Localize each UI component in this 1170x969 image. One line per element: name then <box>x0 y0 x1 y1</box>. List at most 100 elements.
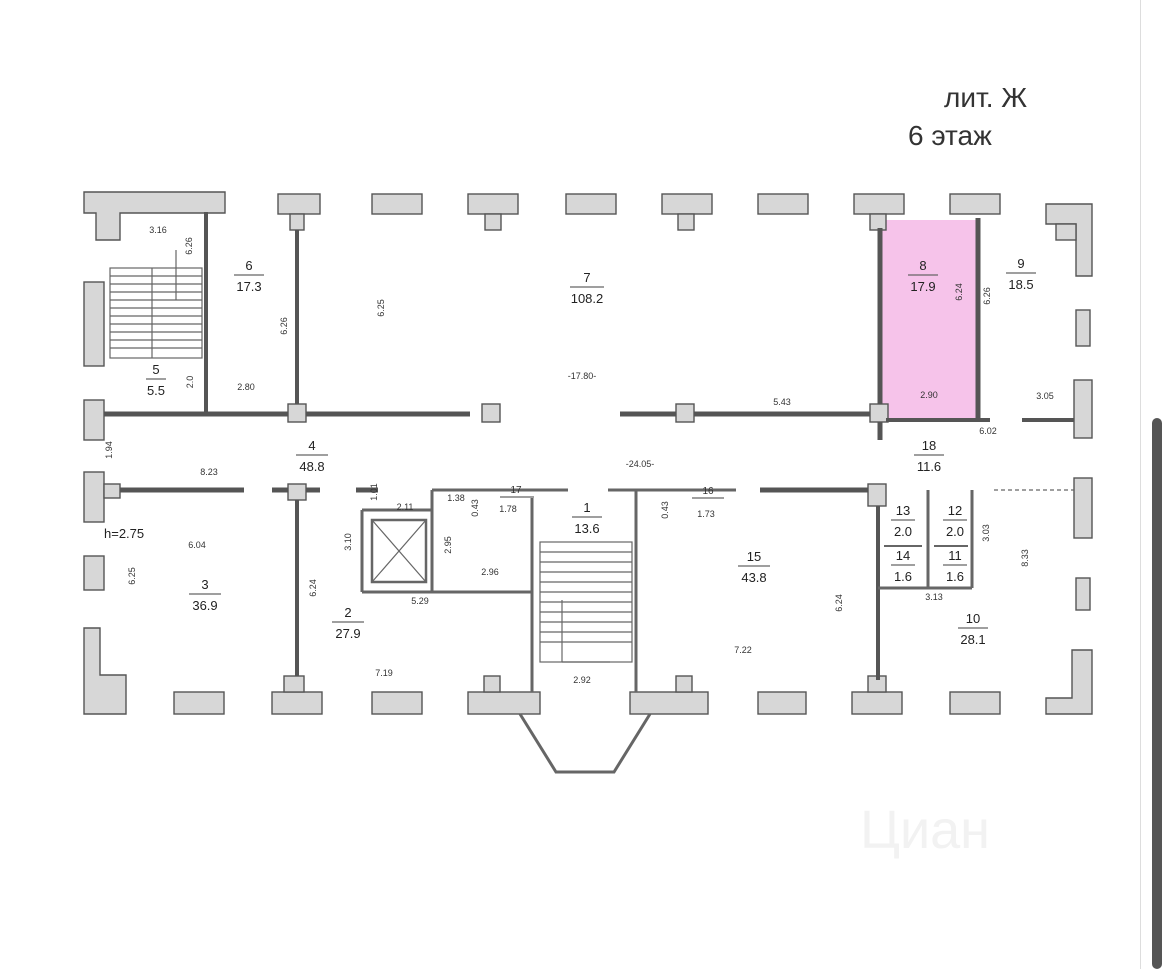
dimension-labels: 3.16 6.26 2.0 2.80 6.26 6.25 -17.80- 5.4… <box>104 225 1054 685</box>
room-18: 18 11.6 <box>914 438 944 474</box>
svg-text:2.96: 2.96 <box>481 567 499 577</box>
svg-text:17.3: 17.3 <box>236 279 261 294</box>
svg-text:-24.05-: -24.05- <box>626 459 655 469</box>
svg-text:1.6: 1.6 <box>946 569 964 584</box>
svg-text:108.2: 108.2 <box>571 291 604 306</box>
svg-text:6.24: 6.24 <box>308 579 318 597</box>
svg-text:18.5: 18.5 <box>1008 277 1033 292</box>
staircase-upper <box>109 250 203 359</box>
svg-text:0.43: 0.43 <box>470 499 480 517</box>
watermark: Циан <box>860 800 990 860</box>
svg-text:-17.80-: -17.80- <box>568 371 597 381</box>
svg-text:10: 10 <box>966 611 980 626</box>
svg-text:3.03: 3.03 <box>981 524 991 542</box>
highlighted-room-8 <box>880 220 978 418</box>
svg-text:4: 4 <box>308 438 315 453</box>
svg-text:7.19: 7.19 <box>375 668 393 678</box>
svg-text:3.05: 3.05 <box>1036 391 1054 401</box>
svg-text:6: 6 <box>245 258 252 273</box>
left-wall <box>83 281 127 715</box>
room-14: 141.6 <box>891 548 915 584</box>
elevator-shaft <box>370 518 428 584</box>
interior-walls <box>103 212 1074 692</box>
svg-text:3.10: 3.10 <box>343 533 353 551</box>
svg-text:1.38: 1.38 <box>447 493 465 503</box>
svg-text:13: 13 <box>896 503 910 518</box>
svg-text:15: 15 <box>747 549 761 564</box>
room-10: 10 28.1 <box>958 611 988 647</box>
top-wall <box>83 191 1093 277</box>
svg-text:2.80: 2.80 <box>237 382 255 392</box>
svg-text:5.29: 5.29 <box>411 596 429 606</box>
svg-text:13.6: 13.6 <box>574 521 599 536</box>
svg-text:6.02: 6.02 <box>979 426 997 436</box>
svg-text:9: 9 <box>1017 256 1024 271</box>
svg-text:17.9: 17.9 <box>910 279 935 294</box>
svg-text:6.26: 6.26 <box>279 317 289 335</box>
svg-text:43.8: 43.8 <box>741 570 766 585</box>
bay-window <box>518 713 652 774</box>
svg-text:12: 12 <box>948 503 962 518</box>
svg-text:7: 7 <box>583 270 590 285</box>
svg-text:36.9: 36.9 <box>192 598 217 613</box>
svg-text:5.43: 5.43 <box>773 397 791 407</box>
page-edge-line <box>1140 0 1141 969</box>
svg-text:16: 16 <box>702 486 714 497</box>
svg-text:2.0: 2.0 <box>894 524 912 539</box>
svg-text:11.6: 11.6 <box>917 459 941 474</box>
staircase-central <box>539 541 633 663</box>
svg-text:3.16: 3.16 <box>149 225 167 235</box>
svg-text:1.73: 1.73 <box>697 509 715 519</box>
right-wall <box>1045 309 1093 715</box>
room-6: 617.3 <box>234 258 264 294</box>
bottom-wall <box>173 675 1001 715</box>
room-7: 7 108.2 <box>570 270 604 306</box>
svg-text:17: 17 <box>510 485 522 496</box>
svg-text:2.92: 2.92 <box>573 675 591 685</box>
svg-text:18: 18 <box>922 438 936 453</box>
svg-text:1.94: 1.94 <box>104 441 114 459</box>
scrollbar[interactable] <box>1152 418 1162 969</box>
svg-text:1.01: 1.01 <box>369 483 379 501</box>
svg-text:2: 2 <box>344 605 351 620</box>
room-15: 15 43.8 <box>738 549 770 585</box>
room-11: 111.6 <box>943 548 967 584</box>
svg-text:7.22: 7.22 <box>734 645 752 655</box>
svg-text:48.8: 48.8 <box>299 459 324 474</box>
svg-text:11: 11 <box>948 548 962 563</box>
room-4: 448.8 <box>296 438 328 474</box>
floor-label: 6 этаж <box>908 120 992 151</box>
room-5: 55.5 <box>146 362 166 398</box>
svg-text:1.78: 1.78 <box>499 504 517 514</box>
svg-text:5: 5 <box>152 362 159 377</box>
svg-text:3: 3 <box>201 577 208 592</box>
svg-text:6.26: 6.26 <box>184 237 194 255</box>
svg-text:6.24: 6.24 <box>834 594 844 612</box>
svg-text:6.25: 6.25 <box>127 567 137 585</box>
svg-text:28.1: 28.1 <box>960 632 985 647</box>
room-13: 132.0 <box>891 503 915 539</box>
building-letter-label: лит. Ж <box>944 82 1028 113</box>
room-3: 336.9 <box>189 577 221 613</box>
svg-text:6.04: 6.04 <box>188 540 206 550</box>
room-9: 918.5 <box>1006 256 1036 292</box>
svg-text:8.33: 8.33 <box>1020 549 1030 567</box>
svg-text:2.11: 2.11 <box>397 502 414 512</box>
svg-text:6.24: 6.24 <box>954 283 964 301</box>
svg-text:2.0: 2.0 <box>946 524 964 539</box>
room-17: 171.78 <box>499 485 534 514</box>
ceiling-height-label: h=2.75 <box>104 526 144 541</box>
svg-text:6.26: 6.26 <box>982 287 992 305</box>
svg-text:2.90: 2.90 <box>920 390 938 400</box>
room-8: 817.9 <box>908 258 938 294</box>
svg-text:8: 8 <box>919 258 926 273</box>
svg-text:2.95: 2.95 <box>443 536 453 554</box>
svg-text:0.43: 0.43 <box>660 501 670 519</box>
svg-text:3.13: 3.13 <box>925 592 943 602</box>
svg-text:8.23: 8.23 <box>200 467 218 477</box>
svg-text:6.25: 6.25 <box>376 299 386 317</box>
room-12: 122.0 <box>943 503 967 539</box>
svg-text:1: 1 <box>583 500 590 515</box>
